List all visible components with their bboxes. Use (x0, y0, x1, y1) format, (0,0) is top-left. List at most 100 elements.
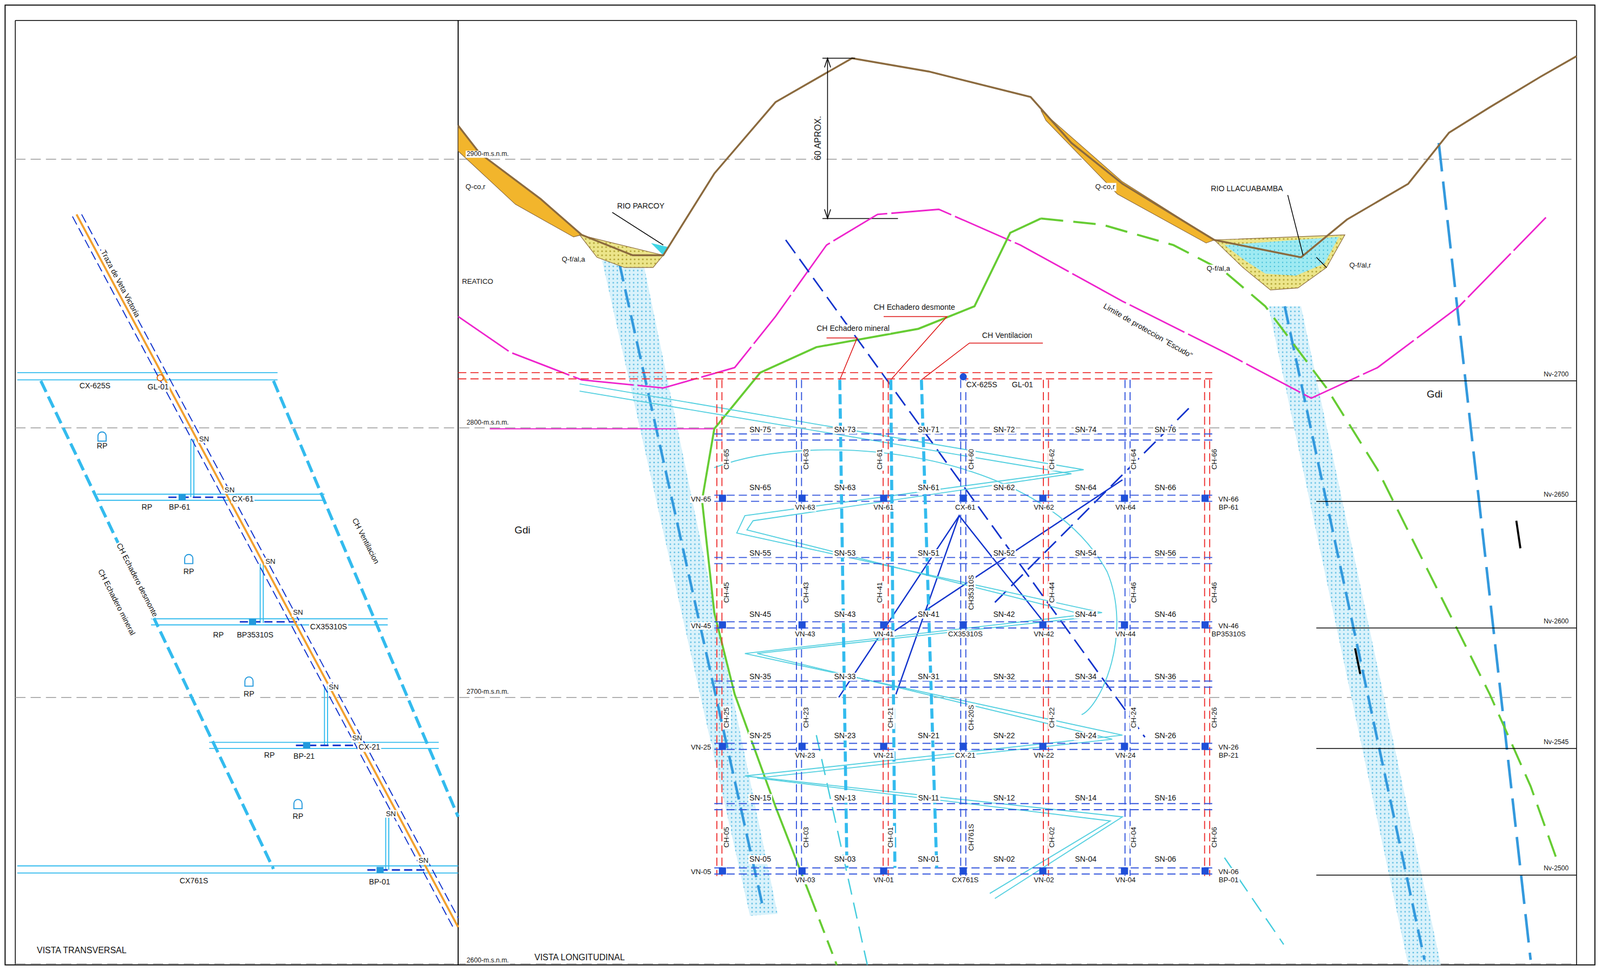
station-marker (798, 494, 806, 502)
drawing-label: CH-46 (1130, 580, 1139, 604)
drawing-label: BP-61 (167, 503, 192, 512)
drawing-label: SN-13 (832, 794, 857, 803)
grid-line (714, 680, 1213, 682)
drawing-label: VN-26 (1217, 743, 1240, 752)
drawing-label: VN-01 (872, 876, 895, 885)
station-marker (1039, 867, 1047, 875)
drawing-label: VN-22 (1032, 751, 1055, 760)
drawing-label: CX-625S (78, 381, 112, 391)
drawing-label: CH35310S (967, 573, 976, 611)
drawing-label: SN-76 (1153, 425, 1178, 435)
drawing-label: VN-64 (1114, 503, 1137, 512)
station-marker (1201, 742, 1209, 750)
grid-line (458, 371, 1213, 374)
drawing-label: SN (417, 856, 430, 865)
drawing-label: CH-66 (1210, 447, 1219, 471)
drawing-label: SN (223, 486, 236, 495)
drawing-label: CH-63 (802, 447, 811, 471)
drawing-label: SN-11 (917, 794, 941, 803)
drawing-label: SN-03 (832, 855, 857, 865)
drawing-label: Q-f/al,a (560, 255, 586, 264)
drawing-label: SN-71 (916, 425, 941, 435)
drawing-label: SN-23 (832, 732, 857, 741)
drawing-label: SN-75 (748, 425, 773, 435)
drawing-label: SN-46 (1153, 610, 1178, 619)
grid-line (458, 377, 1213, 380)
drawing-label: VN-02 (1032, 876, 1055, 885)
drawing-label: CH-04 (1130, 825, 1139, 849)
station-marker (959, 867, 967, 875)
drawing-label: CH-44 (1048, 580, 1057, 604)
drawing-label: BP-61 (1217, 503, 1240, 512)
drawing-label: SN-42 (991, 610, 1016, 619)
drawing-label: SN-02 (991, 855, 1016, 865)
drawing-label: VISTA TRANSVERSAL (35, 945, 128, 956)
drawing-label: SN-73 (832, 425, 857, 435)
drawing-label: SN-36 (1153, 672, 1178, 682)
drawing-label: SN (384, 809, 397, 818)
drawing-label: SN (350, 734, 363, 743)
drawing-label: CX-21 (357, 742, 382, 752)
drawing-label: SN-26 (1153, 732, 1178, 741)
drawing-label: BP35310S (1210, 629, 1247, 638)
drawing-label: GL-01 (146, 382, 171, 392)
drawing-label: SN-45 (748, 610, 773, 619)
drawing-label: Gdi (513, 524, 532, 536)
drawing-label: BP35310S (235, 630, 274, 640)
drawing-label: RIO LLACUABAMBA (1209, 184, 1284, 194)
drawing-label: CX-625S (964, 380, 998, 390)
drawing-label: SN (264, 557, 277, 566)
drawing-label: SN-16 (1153, 794, 1178, 803)
drawing-label: Q-f/al,r (1348, 261, 1373, 270)
drawing-label: VN-46 (1217, 621, 1240, 630)
drawing-label: Nv-2500 (1542, 865, 1570, 873)
drawing-label: CH-25 (722, 706, 731, 729)
station-marker (719, 621, 727, 629)
drawing-label: VN-66 (1217, 495, 1240, 504)
drawing-label: CX761S (950, 876, 980, 885)
drawing-label: CH-26 (1210, 706, 1219, 729)
drawing-label: SN (198, 434, 211, 443)
grid-line (714, 433, 1213, 435)
drawing-label: CH-61 (875, 447, 884, 471)
drawing-label: Nv-2545 (1542, 738, 1570, 746)
drawing-label: CH-46 (1210, 580, 1219, 604)
drawing-label: Nv-2600 (1542, 617, 1570, 625)
drawing-label: SN-06 (1153, 855, 1178, 865)
station-marker (879, 494, 887, 502)
drawing-label: SN-54 (1073, 549, 1098, 558)
station-marker (1120, 867, 1128, 875)
station-marker (1039, 742, 1047, 750)
drawing-label: Gdi (1425, 388, 1444, 400)
station-marker (879, 621, 887, 629)
drawing-label: VN-42 (1032, 629, 1055, 638)
drawing-label: SN-72 (991, 425, 1016, 435)
drawing-label: VN-04 (1114, 876, 1137, 885)
drawing-label: SN-04 (1073, 855, 1098, 865)
drawing-label: RP (242, 689, 256, 699)
drawing-label: SN-32 (991, 672, 1016, 682)
station-marker (719, 742, 727, 750)
drawing-label: RIO PARCOY (616, 201, 666, 211)
station-marker (959, 494, 967, 502)
drawing-label: SN-05 (748, 855, 773, 865)
drawing-label: SN-34 (1073, 672, 1098, 682)
drawing-label: CH-20S (967, 703, 976, 732)
drawing-label: SN-64 (1073, 483, 1098, 493)
drawing-label: 60 APROX. (813, 114, 824, 162)
drawing-label: RP (212, 630, 226, 640)
drawing-label: CH-43 (802, 580, 811, 604)
station-marker (719, 867, 727, 875)
drawing-label: SN-43 (832, 610, 857, 619)
drawing-label: SN-63 (832, 483, 857, 493)
drawing-label: VN-06 (1217, 867, 1240, 877)
drawing-label: 2900-m.s.n.m. (465, 150, 511, 158)
station-marker (1201, 867, 1209, 875)
drawing-label: CH-65 (722, 447, 731, 471)
drawing-label: CH-41 (875, 580, 884, 604)
drawing-label: VN-45 (689, 621, 713, 630)
station-marker (798, 867, 806, 875)
drawing-label: VN-41 (872, 629, 895, 638)
